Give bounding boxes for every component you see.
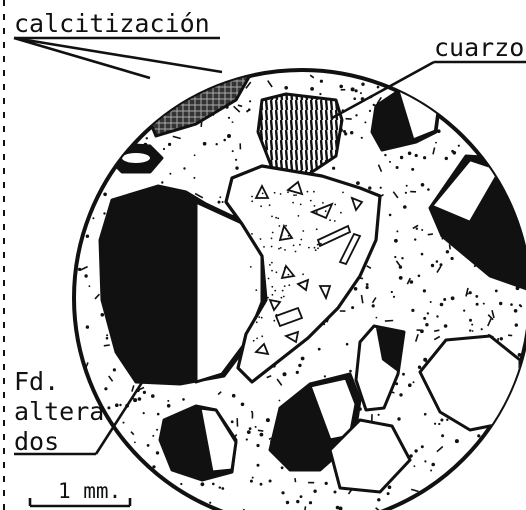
label-calcitizacion: calcitización — [14, 9, 210, 38]
label-cuarzo: cuarzo — [434, 33, 524, 62]
label-scale: 1 mm. — [58, 479, 121, 503]
label-fd-line2: altera — [14, 397, 104, 426]
label-fd-line1: Fd. — [14, 367, 59, 396]
label-fd-line3: dos — [14, 427, 59, 456]
